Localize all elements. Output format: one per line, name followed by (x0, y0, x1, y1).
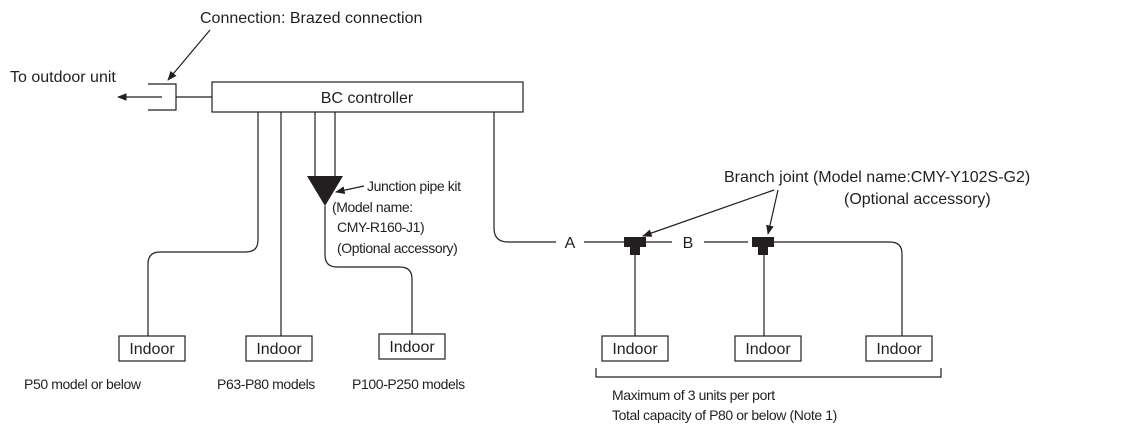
indoor-unit-label: Indoor (256, 341, 302, 358)
junction-label-4: (Optional accessory) (337, 240, 457, 256)
bc-controller-label: BC controller (321, 90, 414, 107)
indoor-unit-p50: Indoor (118, 335, 186, 362)
total-capacity-note: Total capacity of P80 or below (Note 1) (612, 407, 837, 423)
bc-controller-box (211, 81, 524, 113)
indoor-unit-branch-3: Indoor (865, 335, 933, 362)
branch-pointer-arrow-1 (642, 189, 775, 237)
point-a-label: A (565, 235, 576, 252)
pipe-p100 (324, 206, 413, 334)
indoor-unit-branch-1: Indoor (601, 335, 669, 362)
pipe-branch-start (493, 112, 556, 243)
pipe-branch-end (766, 241, 903, 336)
junction-label-1: Junction pipe kit (367, 178, 461, 194)
connection-pointer-arrow (167, 29, 211, 81)
indoor-unit-branch-2: Indoor (734, 335, 802, 362)
junction-label-3: CMY-R160-J1) (337, 219, 424, 235)
indoor-unit-label: Indoor (612, 341, 658, 358)
connection-label: Connection: Brazed connection (200, 10, 422, 27)
caption-p63: P63-P80 models (217, 376, 315, 392)
pipe-p50 (147, 112, 259, 336)
to-outdoor-label: To outdoor unit (10, 69, 116, 86)
indoor-unit-p63: Indoor (245, 335, 313, 362)
junction-pointer-arrow (335, 185, 365, 194)
branch-joint-1-icon (624, 237, 646, 247)
branch-joint-2-icon (752, 237, 774, 247)
branch-pointer-arrow-2 (766, 189, 779, 235)
indoor-unit-label: Indoor (745, 341, 791, 358)
junction-label-2: (Model name: (332, 199, 413, 215)
indoor-unit-label: Indoor (876, 341, 922, 358)
caption-p100: P100-P250 models (352, 376, 465, 392)
units-per-port-bracket (595, 368, 942, 378)
indoor-unit-label: Indoor (129, 341, 175, 358)
max-units-note: Maximum of 3 units per port (612, 387, 775, 403)
caption-p50: P50 model or below (24, 376, 142, 392)
point-b-label: B (683, 235, 694, 252)
junction-pipe-kit-icon (307, 176, 343, 206)
branch-optional-label: (Optional accessory) (844, 191, 991, 208)
branch-joint-label: Branch joint (Model name:CMY-Y102S-G2) (724, 169, 1030, 186)
indoor-unit-p100: Indoor (378, 333, 446, 360)
indoor-unit-label: Indoor (389, 339, 435, 356)
